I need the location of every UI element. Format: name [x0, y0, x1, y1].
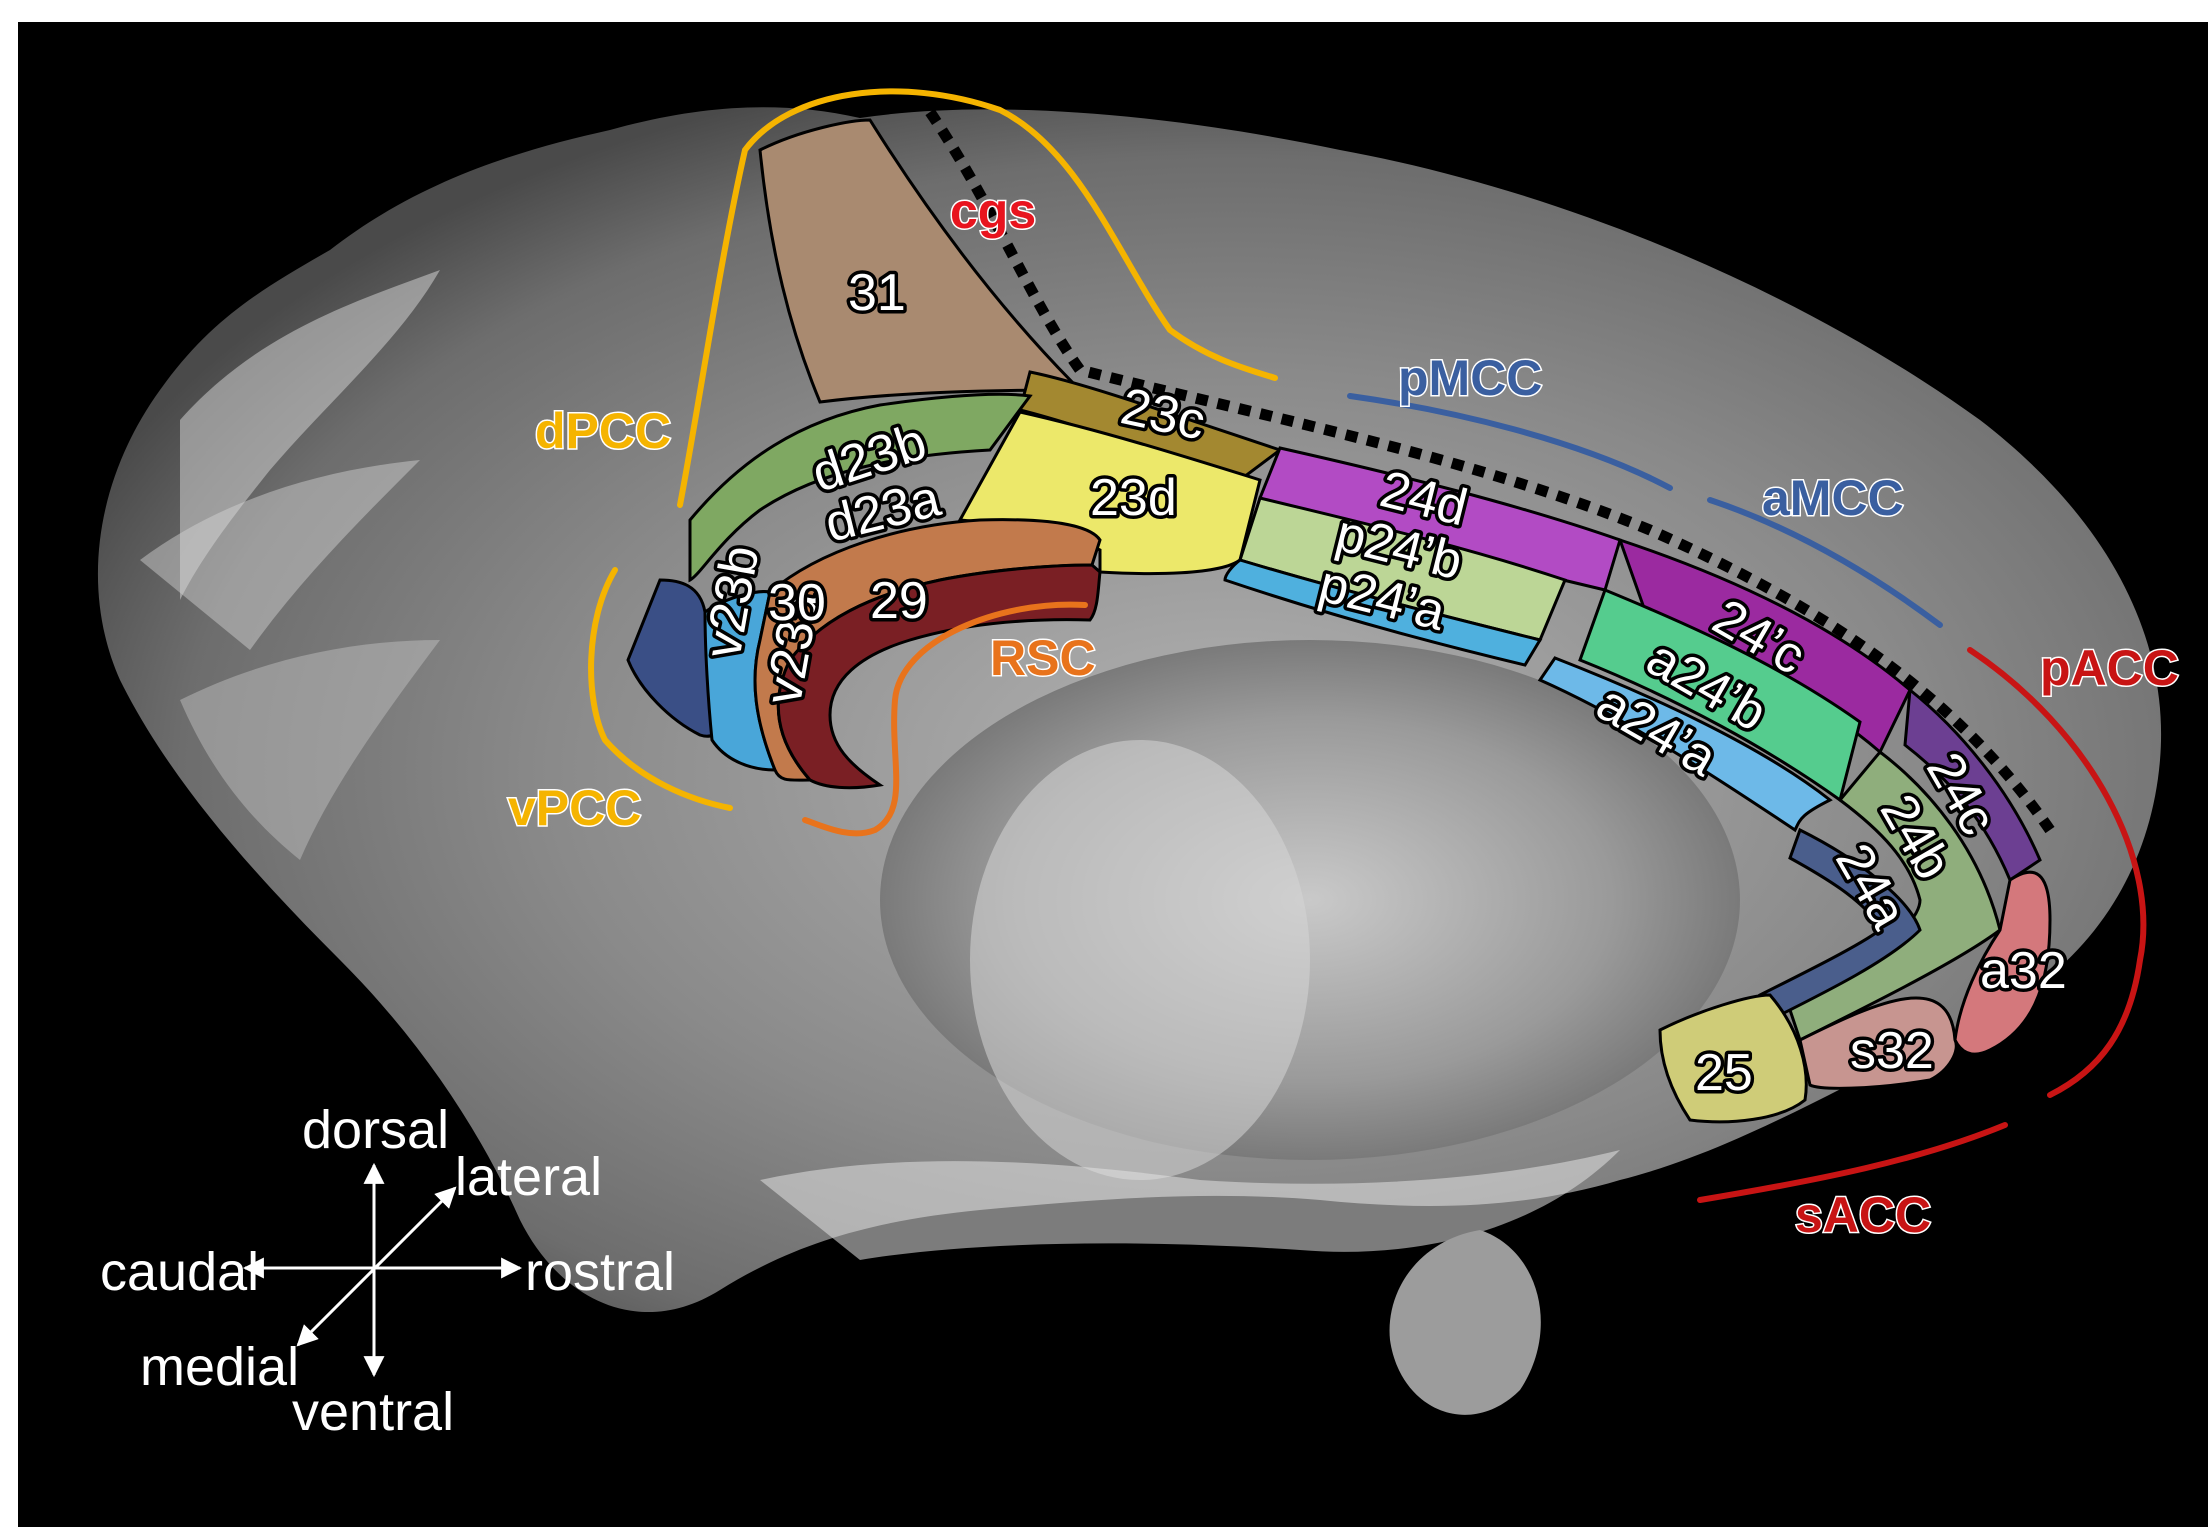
label-s32: s32 [1850, 1022, 1934, 1080]
axis-label-ventral: ventral [292, 1382, 454, 1442]
label-23d: 23d [1090, 469, 1177, 527]
region-label-sACC: sACC [1795, 1187, 1931, 1243]
region-label-vPCC: vPCC [508, 780, 641, 836]
label-29: 29 [870, 572, 928, 630]
sulcus-label-cgs: cgs [950, 183, 1036, 239]
central-bulge-highlight [970, 740, 1310, 1180]
label-a32: a32 [1980, 942, 2067, 1000]
label-31: 31 [848, 264, 906, 322]
axis-label-lateral: lateral [455, 1147, 602, 1207]
axis-label-rostral: rostral [525, 1242, 675, 1302]
axis-label-dorsal: dorsal [302, 1100, 449, 1160]
region-label-RSC: RSC [990, 630, 1096, 686]
axis-label-medial: medial [140, 1337, 299, 1397]
label-30: 30 [768, 574, 826, 632]
region-label-dPCC: dPCC [535, 403, 671, 459]
label-25: 25 [1695, 1044, 1753, 1102]
axis-label-caudal: caudal [100, 1242, 259, 1302]
region-label-pACC: pACC [2040, 640, 2179, 696]
region-label-pMCC: pMCC [1398, 350, 1542, 406]
region-label-aMCC: aMCC [1762, 470, 1904, 526]
